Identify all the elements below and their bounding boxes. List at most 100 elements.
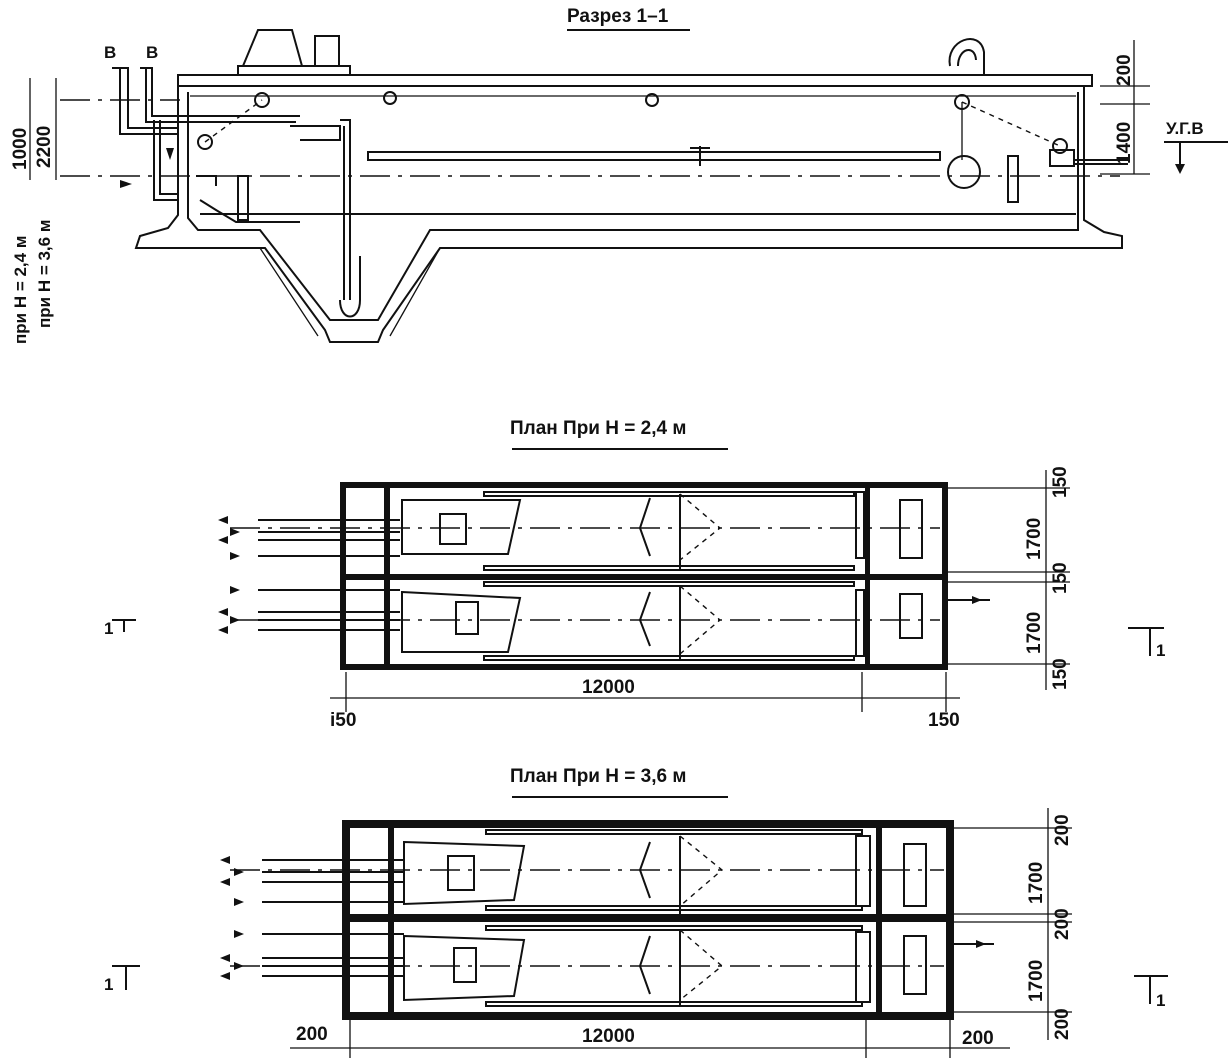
plan1-dim-right: 150 [928,710,960,731]
plan2-scraper-blade-2 [638,935,651,995]
plan2-wall-middle [342,914,954,922]
inlet-pipe-1b [119,68,178,135]
pulley-left [197,134,213,150]
plan1-scraper-blade-1 [638,497,651,557]
plan2-rail-1 [485,829,863,835]
plan1-wall-right [942,482,948,670]
plan1-wall-bottom [340,664,948,670]
plan1-wall-left [340,482,346,670]
plan2-dim-length: 12000 [582,1026,635,1047]
outlet-box [1049,149,1075,167]
plan2-dim-right: 200 [962,1028,994,1049]
plan1-tray-1 [855,491,865,559]
plan2-partition-left [388,828,394,1014]
chain-right [961,101,1061,147]
plan2-outlet-arrow [976,940,986,948]
inlet-label-1: В [104,43,116,62]
plan2-partition-right [876,820,882,1020]
plan1-rail-1 [483,491,855,497]
hanger-3 [645,93,659,107]
section-1-1: Разрез 1–1 [10,6,1228,344]
plan2-cut-label-right: 1 [1156,991,1165,1010]
plan1-scraper-chain-1 [679,493,722,561]
plan1-rail-1b [483,565,855,571]
dim-1400: 1400 [1114,122,1135,164]
dim-2200: 2200 [34,126,55,168]
plan2-cut-label-left: 1 [104,975,113,994]
plan1-partition-right [865,482,870,670]
plan2-dim-left: 200 [296,1024,328,1045]
baffle-right [1007,155,1019,203]
dim-1000: 1000 [10,128,31,170]
plan2-scraper-blade-1 [638,841,651,899]
plan2-outlet-1 [903,843,927,907]
plan2-wall-bottom [342,1012,954,1020]
dim-200: 200 [1114,54,1135,86]
distribution-pipe [196,175,217,186]
plan1-inlet-box-2 [455,601,479,635]
inlet-label-2: В [146,43,158,62]
plan2-dim-r-3: 1700 [1026,960,1047,1002]
plan1-outlet-arrow [972,596,982,604]
plan1-wall-top [340,482,948,488]
pulley-right [1052,138,1068,154]
plan2-rail-2b [485,1001,863,1007]
plan2-title: План При Н = 3,6 м [510,766,686,787]
drive-motor [314,35,340,67]
plan2-wall-top [342,820,954,828]
plan1-cut-label-left: 1 [104,619,113,638]
hanger-1 [254,92,270,108]
bottom-pipe [199,199,300,223]
hopper-line-right [389,247,441,337]
plan2-inlet-box-1 [447,855,475,891]
water-level-arrow [1175,164,1185,174]
baffle-left [237,175,249,221]
inlet-pipe-2b [145,68,296,123]
plan1-inlet-funnel-2 [401,590,522,653]
chain-left [204,99,263,143]
hanger-2 [383,91,397,105]
plan2-inlet-funnel-1 [403,840,526,906]
plan1-inlet-pipes [218,516,400,634]
flow-arrow-2 [120,180,132,188]
drive-platform [237,65,351,76]
plan1-inlet-box-1 [439,513,467,545]
inlet-down-pipe [153,120,178,201]
plan1-rail-2b [483,655,855,661]
inner-pipe [290,125,341,141]
inlet-down-pipe-b [159,120,178,195]
plan1-title: План При Н = 2,4 м [510,418,686,439]
plan2-inlet-funnel-2 [403,934,526,1002]
plan-h-2-4: План При Н = 2,4 м [104,418,1165,731]
drive-housing [241,29,304,67]
water-level-label: У.Г.В [1166,119,1204,138]
tank-inner-outline [187,92,1079,321]
hopper-line-left [259,247,319,337]
sludge-pipe [340,119,351,300]
plan1-dim-length: 12000 [582,677,635,698]
section-title: Разрез 1–1 [567,6,669,27]
tank-top-beam [177,74,1093,87]
plan1-wall-middle [340,574,948,580]
plan2-dim-r-4: 200 [1052,1008,1073,1040]
plan1-outlet-2 [899,593,923,639]
plan2-wall-right [946,820,954,1020]
scraper-drum [947,155,981,189]
plan2-inlet-box-2 [453,947,477,983]
plan1-inlet-funnel-1 [401,499,522,555]
height-label-2: при Н = 3,6 м [35,220,54,328]
plan-h-3-6: План При Н = 3,6 м [104,766,1168,1058]
lifting-hook-inner [957,49,977,67]
plan2-rail-1b [485,905,863,911]
plan1-outlet-1 [899,499,923,559]
plan1-partition-left [384,488,390,664]
plan1-dim-r-1: 1700 [1024,518,1045,560]
plan1-dim-left: i50 [330,710,356,731]
height-label-1: при Н = 2,4 м [11,236,30,344]
plan2-dim-r-2: 200 [1052,908,1073,940]
skimmer-pipe [367,151,941,161]
plan2-dim-r-1: 1700 [1026,862,1047,904]
plan2-scraper-chain-1 [679,835,724,907]
tank-outline [134,86,1123,343]
